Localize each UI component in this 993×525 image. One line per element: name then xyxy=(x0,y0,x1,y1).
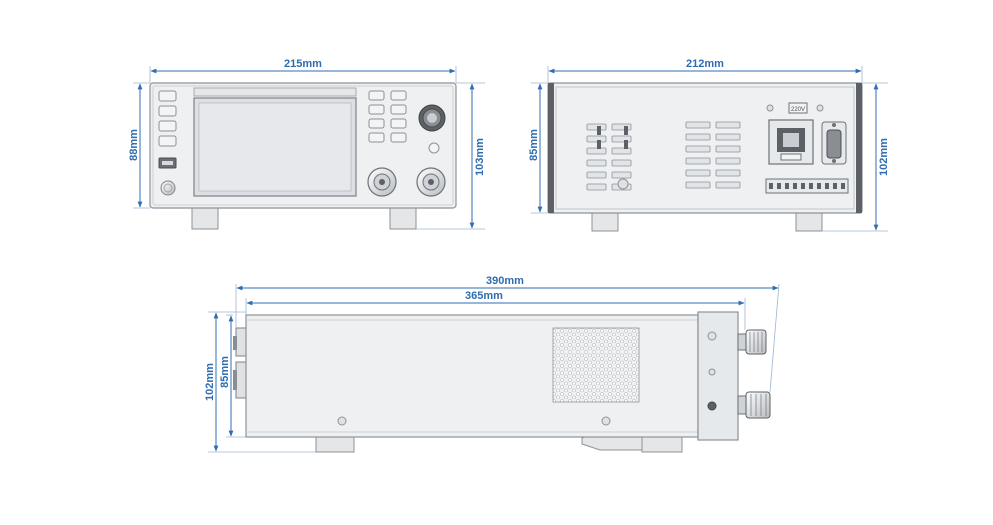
rear-voltage-selector: 220V xyxy=(788,102,808,114)
side-total-height-label: 102mm xyxy=(204,363,216,401)
front-view xyxy=(149,82,457,230)
rear-screw-left xyxy=(766,104,774,112)
side-dimensions: 390mm 365mm 102mm 85mm xyxy=(204,275,780,453)
rear-view: 220V xyxy=(547,82,863,232)
rear-height-label: 85mm xyxy=(528,129,540,161)
rear-dimensions: 212mm 85mm 102mm xyxy=(528,58,890,232)
side-body-length-label: 365mm xyxy=(465,290,503,302)
front-usb-port xyxy=(158,157,177,169)
front-top-strip xyxy=(193,87,357,97)
front-width-label: 215mm xyxy=(284,58,322,70)
side-bezel-jack xyxy=(707,401,717,411)
side-honeycomb-vent xyxy=(552,327,640,403)
rear-ac-inlet xyxy=(768,119,814,165)
front-foot-right xyxy=(389,206,417,230)
front-rotary-knob xyxy=(418,104,446,132)
front-small-indicator xyxy=(428,142,440,154)
side-terminal-lower xyxy=(737,391,771,419)
side-screw-left xyxy=(337,416,347,426)
side-total-length-label: 390mm xyxy=(486,275,524,287)
rear-side-strip-right xyxy=(856,83,862,213)
rear-side-strip-left xyxy=(548,83,554,213)
front-total-height-label: 103mm xyxy=(474,138,486,176)
rear-foot-left xyxy=(591,210,619,232)
front-foot-left xyxy=(191,206,219,230)
front-terminal-left xyxy=(367,167,397,197)
rear-width-label: 212mm xyxy=(686,58,724,70)
rear-vent-center xyxy=(685,121,741,189)
side-view xyxy=(233,311,771,453)
rear-total-height-label: 102mm xyxy=(878,138,890,176)
rear-terminal-strip xyxy=(765,178,849,194)
side-body-height-label: 85mm xyxy=(219,356,231,388)
front-right-keypad xyxy=(368,90,407,143)
rear-db9-connector xyxy=(821,121,847,165)
side-screw-right xyxy=(601,416,611,426)
front-left-keys xyxy=(158,90,177,147)
side-terminal-upper xyxy=(737,329,767,355)
side-bezel-screw-top xyxy=(707,331,717,341)
side-rear-connectors xyxy=(233,327,247,399)
front-power-button xyxy=(160,180,176,196)
rear-ground-screw xyxy=(617,178,629,190)
rear-foot-right xyxy=(795,210,823,232)
rear-voltage-label: 220V xyxy=(791,107,805,113)
rear-fan-connectors xyxy=(597,126,628,149)
front-dimensions: 215mm 88mm 103mm xyxy=(128,58,486,230)
front-terminal-right xyxy=(416,167,446,197)
side-bezel-led xyxy=(708,368,716,376)
front-height-label: 88mm xyxy=(128,129,140,161)
side-front-bezel xyxy=(697,311,739,441)
rear-screw-right xyxy=(816,104,824,112)
